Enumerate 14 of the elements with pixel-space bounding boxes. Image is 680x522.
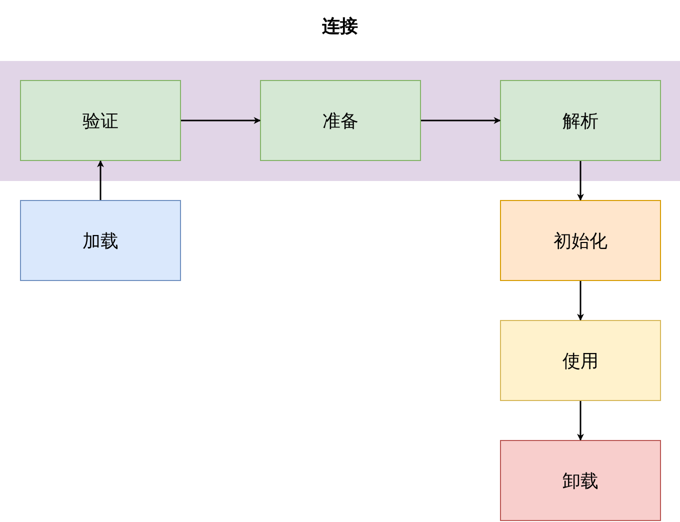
process-box: 准备 [260, 80, 421, 161]
group-title: 连接 [321, 15, 359, 38]
arrow [421, 117, 501, 124]
arrow [577, 161, 584, 201]
process-box: 验证 [20, 80, 181, 161]
arrow [97, 160, 104, 200]
process-box: 加载 [20, 200, 181, 281]
process-box: 初始化 [500, 200, 661, 281]
arrow [577, 401, 584, 441]
arrow [577, 281, 584, 321]
process-box: 卸载 [500, 440, 661, 521]
process-box: 解析 [500, 80, 661, 161]
process-box: 使用 [500, 320, 661, 401]
arrow [181, 117, 261, 124]
